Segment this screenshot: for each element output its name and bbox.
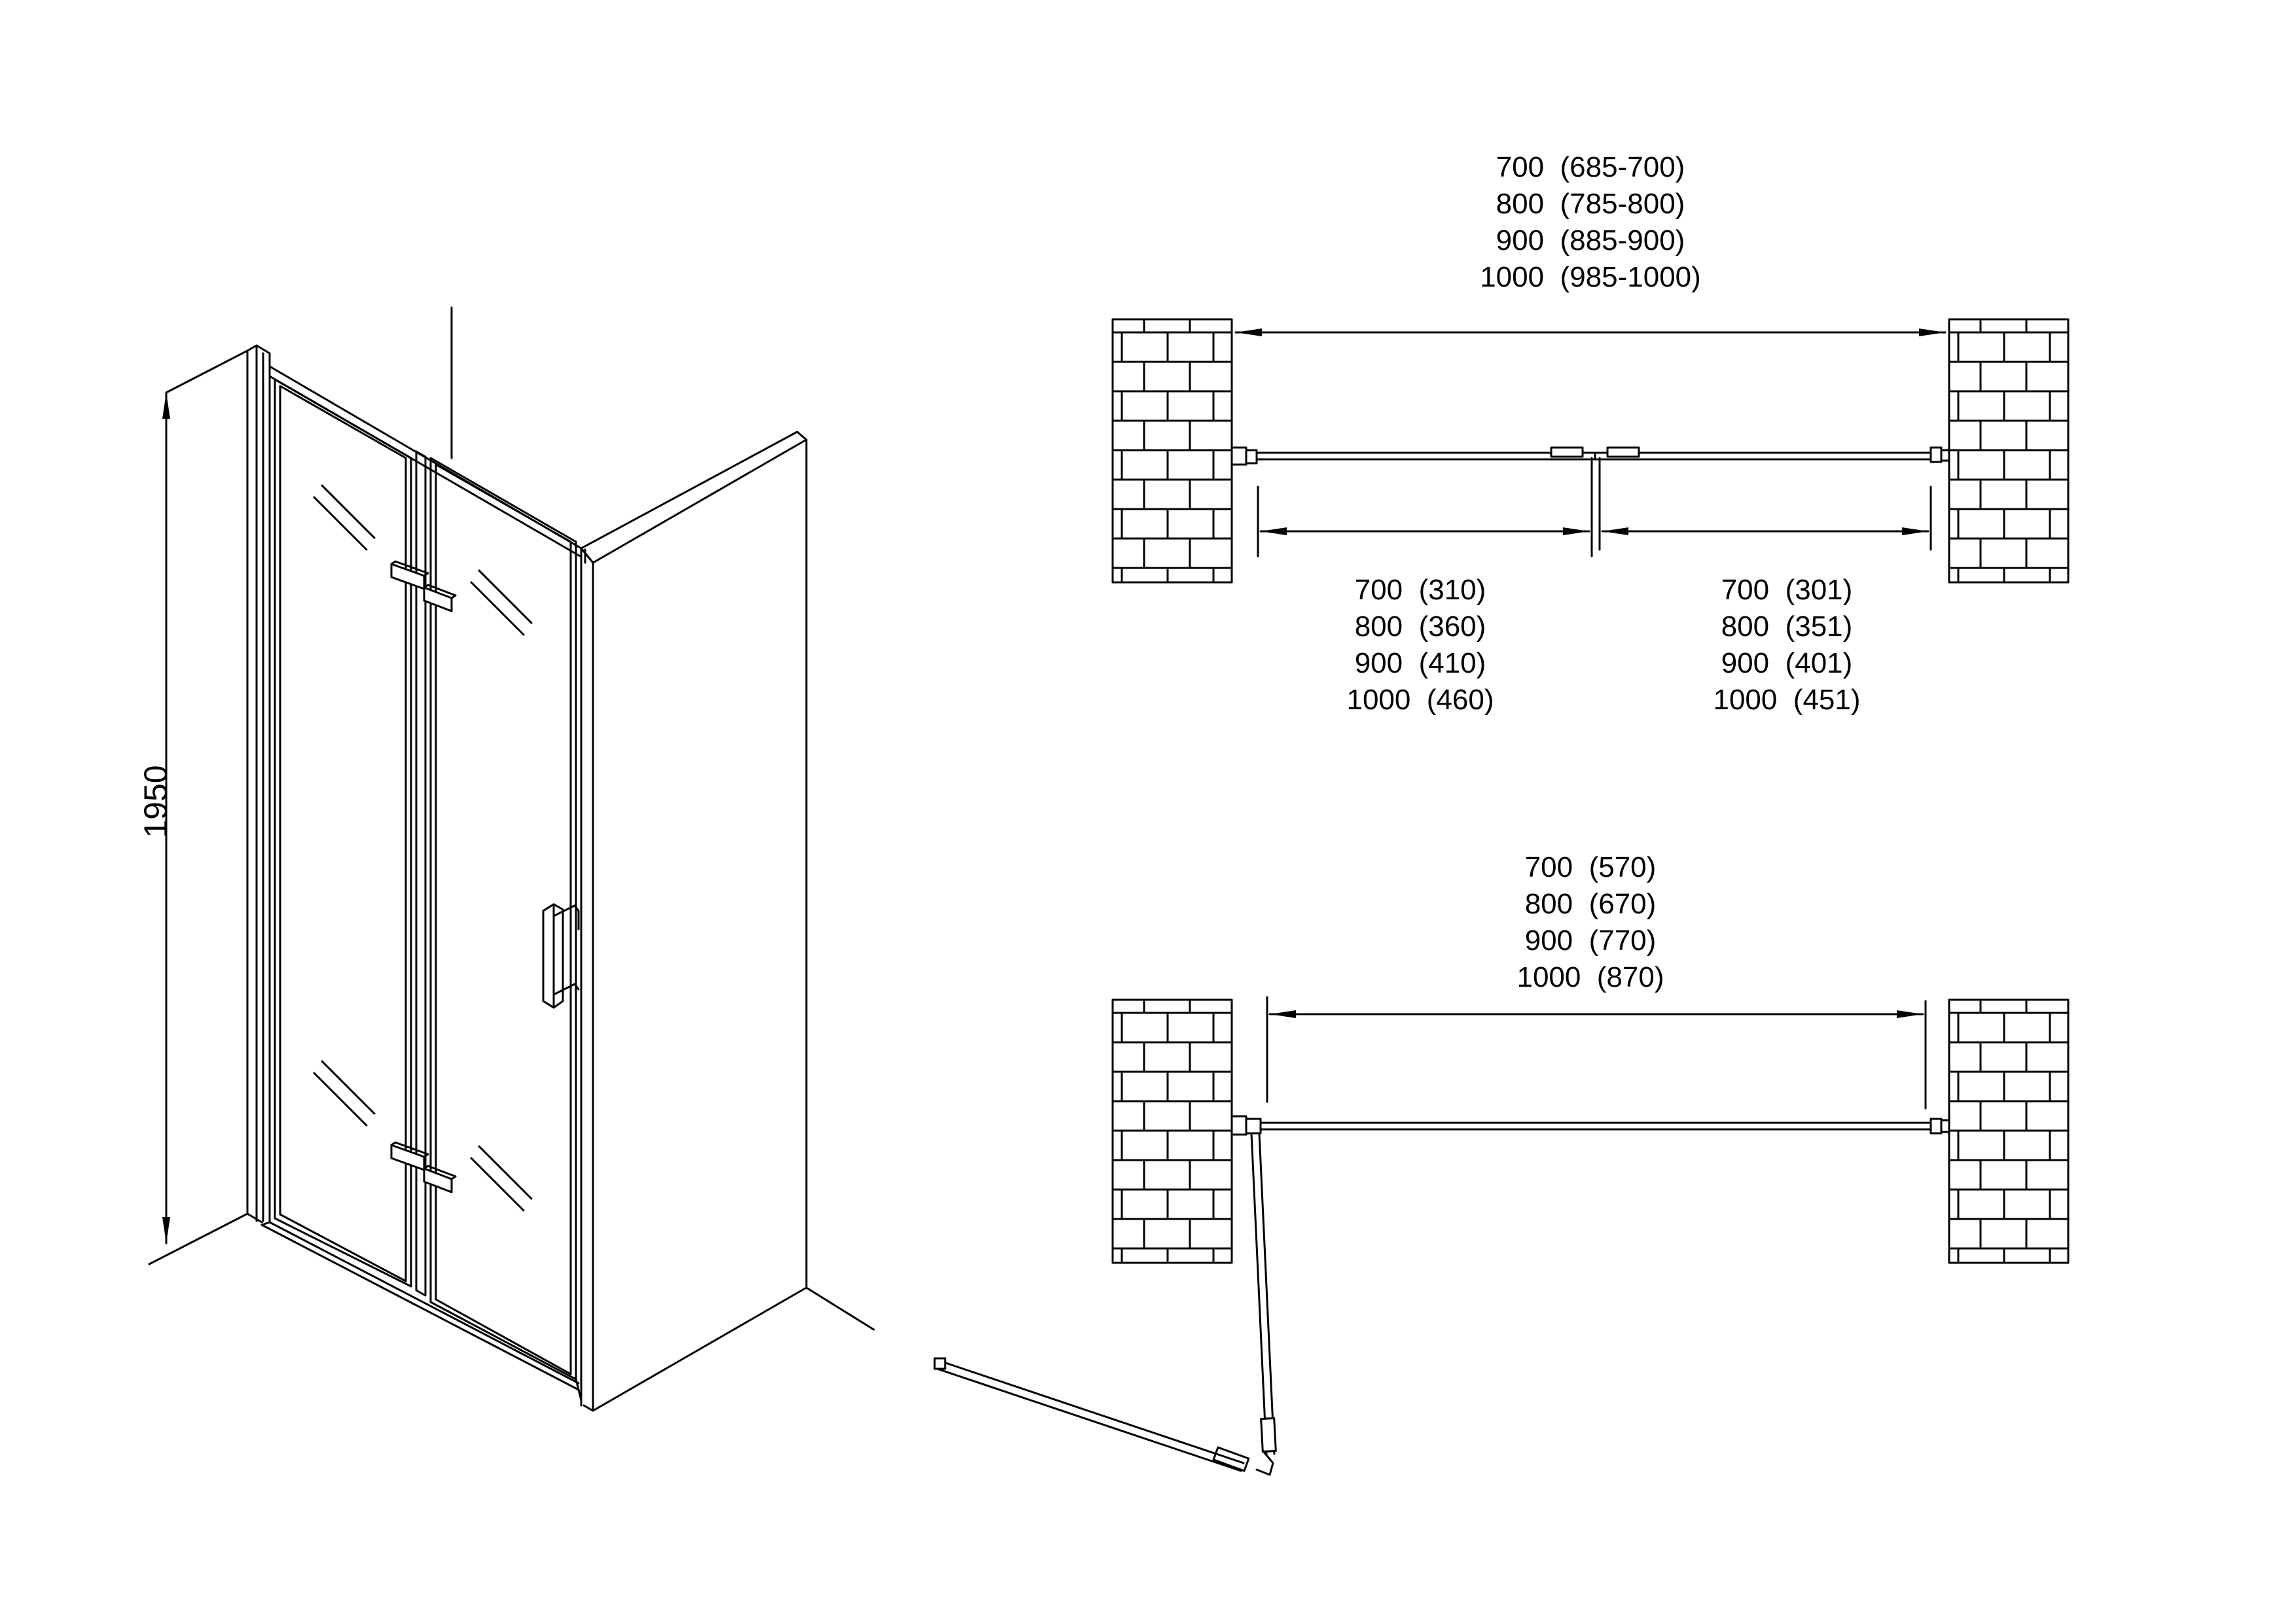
brick-wall-right-top [1948,318,2070,584]
overall-width-800: 800 (785-800) [1496,188,1685,220]
overall-width-700: 700 (685-700) [1496,151,1685,183]
opening-width-dimension [1266,996,1927,1110]
overall-width-1000: 1000 (985-1000) [1480,261,1701,293]
right-panel-800: 800 (351) [1721,610,1853,643]
glass-reflection-marks [313,484,533,1212]
right-panel-width-labels: 700 (301) 800 (351) 900 (401) 1000 (451) [1689,572,1885,718]
right-wall-panel [580,431,875,1412]
left-wall-profile [246,344,271,1226]
left-panel-width-labels: 700 (310) 800 (360) 900 (410) 1000 (460) [1322,572,1518,718]
opening-width-800: 800 (670) [1524,888,1657,920]
opened-folding-door-plan [933,1132,1277,1476]
opening-width-labels: 700 (570) 800 (670) 900 (770) 1000 (870) [1486,849,1695,996]
left-panel-800: 800 (360) [1354,610,1486,643]
brick-wall-left-top [1111,318,1233,584]
opening-width-1000: 1000 (870) [1516,961,1664,993]
brick-wall-left-bottom [1111,998,1233,1264]
panel-width-dimensions [1257,457,1932,557]
door-handle [542,903,580,1009]
overall-width-labels: 700 (685-700) 800 (785-800) 900 (885-900… [1453,149,1728,296]
right-panel-1000: 1000 (451) [1713,684,1861,716]
height-dimension [148,349,249,1265]
hinge-lower [390,1141,457,1193]
top-plan-view [1111,318,2070,584]
right-panel-900: 900 (401) [1721,647,1853,679]
closed-door-plan [1230,446,1950,466]
height-label: 1950 [137,765,174,838]
glass-door-panels [260,378,583,1402]
brick-wall-right-bottom [1948,998,2070,1264]
isometric-view [148,306,875,1412]
hinge-upper [390,560,457,612]
fixed-panel-plan [1230,1115,1950,1136]
left-panel-1000: 1000 (460) [1346,684,1494,716]
left-panel-700: 700 (310) [1354,574,1486,606]
bottom-plan-view [933,996,2070,1476]
right-panel-700: 700 (301) [1721,574,1853,606]
left-panel-900: 900 (410) [1354,647,1486,679]
opening-width-700: 700 (570) [1524,851,1657,883]
opening-width-900: 900 (770) [1524,925,1657,957]
overall-width-900: 900 (885-900) [1496,224,1685,256]
